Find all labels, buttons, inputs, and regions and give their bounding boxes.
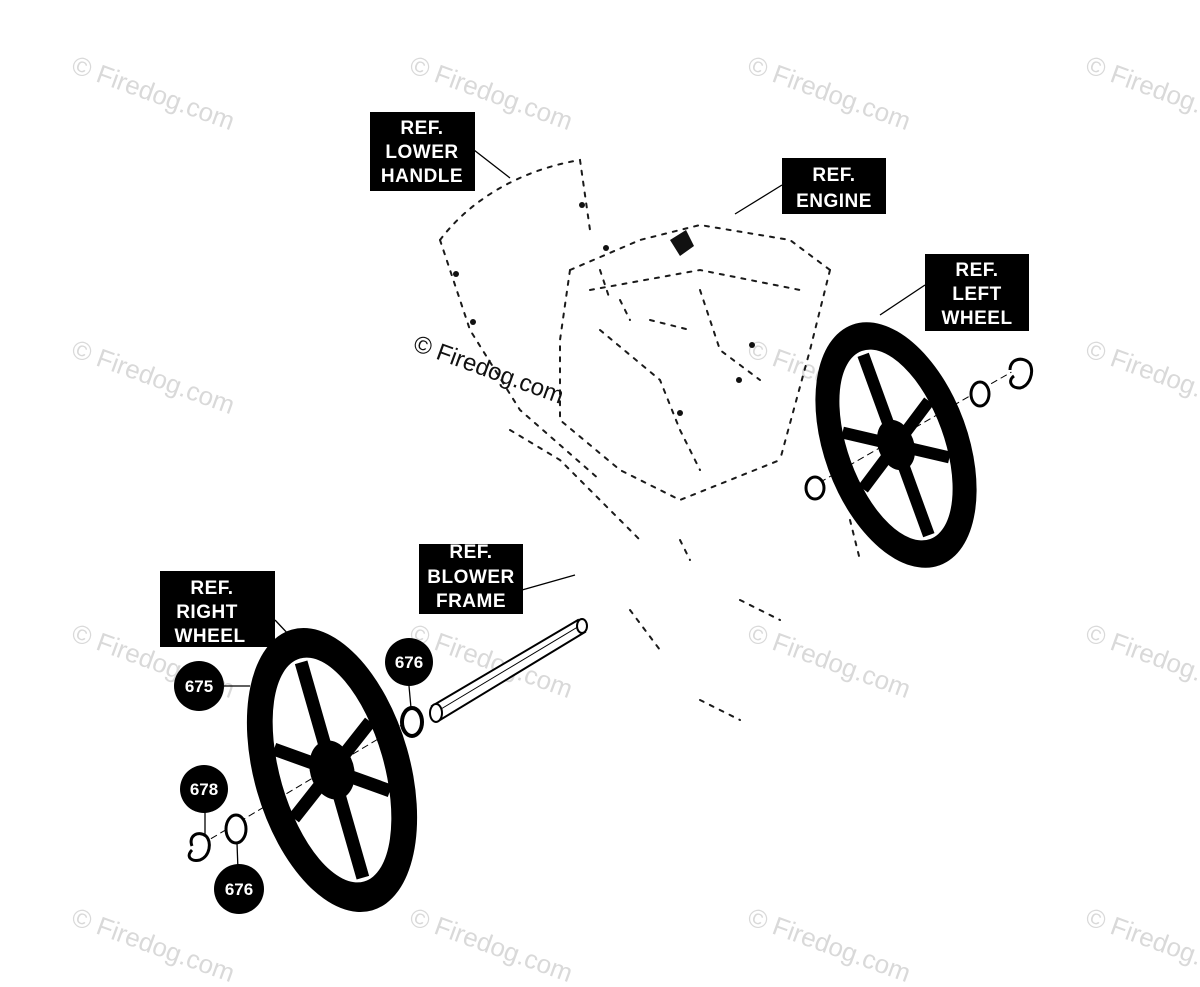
right-wheel-icon <box>246 628 418 912</box>
bolt-icon <box>453 271 459 277</box>
ref-label-engine: REF. ENGINE <box>782 158 886 214</box>
watermark-text: © Firedog.com <box>68 49 239 136</box>
ref-label-line: ENGINE <box>796 191 872 212</box>
part-number: 676 <box>395 653 423 672</box>
part-number: 678 <box>190 780 218 799</box>
watermark-text: © Firedog.com <box>744 901 915 987</box>
washer-icon <box>969 380 991 408</box>
watermark-text: © Firedog.com <box>1082 333 1200 420</box>
washer-icon <box>400 706 424 738</box>
watermark-text: © Firedog.com <box>68 333 239 420</box>
ref-label-blower-frame: REF. BLOWER FRAME <box>419 542 523 614</box>
ref-label-lower-handle: REF. LOWER HANDLE <box>370 112 475 191</box>
leader-lines <box>204 149 926 871</box>
callout-676-top: 676 <box>385 638 433 686</box>
bolt-icon <box>749 342 755 348</box>
ref-label-line: WHEEL <box>174 626 245 647</box>
ref-label-line: RIGHT <box>176 602 238 623</box>
washer-icon <box>224 813 248 845</box>
washer-icon <box>804 475 826 501</box>
ref-label-line: REF. <box>190 578 233 599</box>
watermark-text: © Firedog.com <box>1082 49 1200 136</box>
ref-label-line: REF. <box>400 118 443 139</box>
watermark-text: © Firedog.com <box>406 901 577 987</box>
callout-678: 678 <box>180 765 228 813</box>
ref-label-left-wheel: REF. LEFT WHEEL <box>925 254 1029 331</box>
watermark-text: © Firedog.com <box>744 617 915 704</box>
watermark-text: © Firedog.com <box>1082 901 1200 987</box>
bolt-icon <box>603 245 609 251</box>
right-hardware <box>187 706 424 862</box>
ref-label-line: HANDLE <box>381 166 463 187</box>
bolt-icon <box>677 410 683 416</box>
engine-bracket-icon <box>670 230 694 256</box>
ref-label-line: REF. <box>449 542 492 563</box>
ref-label-line: WHEEL <box>941 308 1012 329</box>
ref-label-line: BLOWER <box>427 567 514 588</box>
ref-label-line: LOWER <box>385 142 458 163</box>
axle-shaft <box>429 618 588 723</box>
bolt-icon <box>470 319 476 325</box>
ref-label-right-wheel: REF. RIGHT WHEEL <box>160 571 275 647</box>
left-hardware <box>804 357 1034 501</box>
ref-label-line: LEFT <box>952 284 1002 305</box>
part-number: 676 <box>225 880 253 899</box>
watermark-center: © Firedog.com <box>410 330 567 409</box>
watermark-text: © Firedog.com <box>744 49 915 136</box>
reference-body-outline <box>439 158 861 721</box>
bolt-icon <box>579 202 585 208</box>
callout-675: 675 <box>174 661 224 711</box>
watermark-text: © Firedog.com <box>1082 617 1200 704</box>
watermark-text: © Firedog.com <box>68 901 239 987</box>
ref-label-line: FRAME <box>436 591 506 612</box>
ref-label-line: REF. <box>955 260 998 281</box>
retainer-icon <box>187 832 211 862</box>
retainer-icon <box>1008 357 1034 390</box>
part-number: 675 <box>185 677 213 696</box>
ref-label-line: REF. <box>812 165 855 186</box>
callout-676-bottom: 676 <box>214 864 264 914</box>
bolt-icon <box>736 377 742 383</box>
left-wheel-icon <box>815 322 977 568</box>
